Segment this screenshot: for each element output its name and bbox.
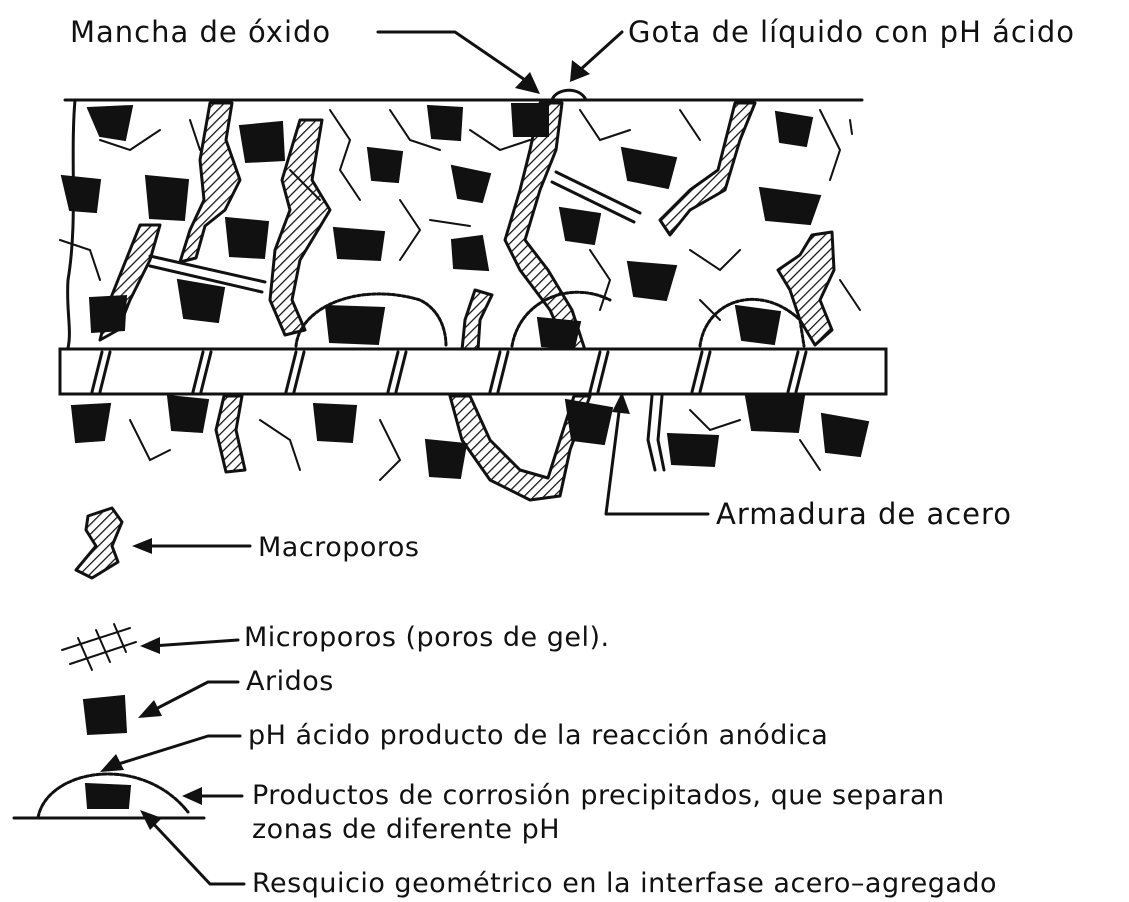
label-rust-stain: Mancha de óxido [70, 15, 331, 49]
label-acid-drop: Gota de líquido con pH ácido [628, 15, 1075, 49]
microcracks [59, 109, 861, 481]
label-corrosion-products-line2: zonas de diferente pH [252, 814, 560, 845]
corrosion-product-crusts [294, 290, 806, 348]
label-crevice: Resquicio geométrico en la interfase ace… [252, 868, 997, 899]
label-corrosion-products-line1: Productos de corrosión precipitados, que… [252, 780, 945, 811]
label-aggregates: Aridos [246, 666, 334, 697]
macropore-symbol [74, 506, 124, 580]
label-micropores: Microporos (poros de gel). [244, 622, 610, 653]
aggregates [60, 103, 870, 480]
label-macropores: Macroporos [258, 532, 419, 563]
steel-reinforcement-bar [58, 347, 888, 396]
legend: Macroporos Microporos (poros de gel). Ar… [12, 506, 997, 899]
label-steel-reinforcement: Armadura de acero [716, 497, 1012, 531]
legend-crevice-symbol [12, 772, 206, 820]
concrete-section [58, 88, 888, 502]
callout-leaders [376, 30, 710, 516]
label-acid-ph: pH ácido producto de la reacción anódica [248, 720, 828, 751]
aggregate-symbol [82, 694, 128, 736]
bar-ribs [90, 350, 808, 394]
acid-droplet [550, 88, 588, 102]
micropore-symbol [61, 623, 137, 671]
legend-macropores: Macroporos [74, 506, 419, 580]
legend-micropores: Microporos (poros de gel). [61, 622, 610, 671]
legend-aggregates: Aridos [82, 666, 334, 736]
